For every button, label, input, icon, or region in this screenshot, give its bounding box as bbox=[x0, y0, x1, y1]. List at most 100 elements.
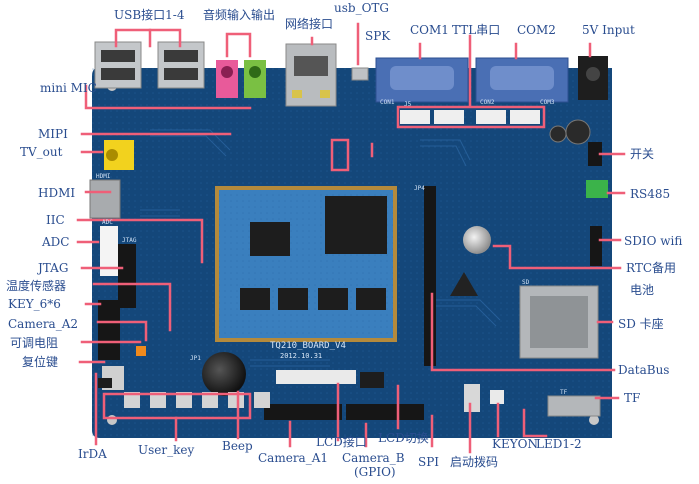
jtag-header bbox=[118, 244, 136, 308]
label-sdio: SDIO wifi bbox=[624, 234, 682, 248]
label-usb: USB接口1-4 bbox=[114, 7, 185, 22]
buzzer bbox=[202, 352, 246, 396]
tf-card-slot bbox=[547, 395, 601, 417]
label-iic: IIC bbox=[46, 213, 65, 227]
label-camera-a1: Camera_A1 bbox=[258, 451, 328, 465]
sd-card-slot bbox=[519, 285, 599, 359]
capacitor bbox=[565, 119, 591, 145]
rs485-terminal bbox=[586, 180, 608, 198]
lcd-switch bbox=[360, 372, 384, 388]
key-matrix-header bbox=[98, 300, 120, 360]
silk-mark: CON2 bbox=[480, 99, 495, 106]
label-camera-b: Camera_B bbox=[342, 451, 405, 465]
silk-mark: JP4 bbox=[414, 185, 425, 192]
hdmi-connector bbox=[89, 179, 121, 219]
databus-header bbox=[424, 186, 436, 366]
power-jack bbox=[578, 56, 608, 100]
label-camera-a2: Camera_A2 bbox=[8, 317, 78, 331]
label-spk: SPK bbox=[365, 29, 391, 43]
keyon-button bbox=[490, 390, 504, 404]
pcb-traces bbox=[140, 129, 501, 367]
core-module bbox=[215, 186, 397, 342]
capacitor bbox=[549, 125, 567, 143]
label-ttl: TTL串口 bbox=[452, 23, 500, 37]
label-keyon: KEYON bbox=[492, 437, 538, 451]
label-key: KEY_6*6 bbox=[8, 297, 61, 311]
label-sd: SD 卡座 bbox=[618, 316, 664, 331]
silkscreen-board-name: TQ210_BOARD_V4 bbox=[270, 341, 346, 351]
silk-mark: COM3 bbox=[540, 99, 555, 106]
label-irda: IrDA bbox=[78, 447, 107, 461]
audio-jacks bbox=[216, 60, 266, 98]
callout-lines bbox=[76, 22, 626, 454]
label-boot-switch: 启动拨码 bbox=[450, 455, 498, 469]
label-network: 网络接口 bbox=[285, 16, 333, 31]
cpu-chip bbox=[325, 196, 387, 254]
label-audio: 音频输入输出 bbox=[203, 7, 275, 22]
mount-hole bbox=[589, 415, 599, 425]
user-key-buttons bbox=[124, 392, 270, 408]
label-mini-mic: mini MIC bbox=[40, 81, 97, 95]
label-mipi: MIPI bbox=[38, 127, 68, 141]
irda-receiver bbox=[98, 378, 112, 388]
label-lcd-switch: LCD切换 bbox=[378, 431, 429, 445]
label-power: 5V Input bbox=[582, 23, 635, 37]
label-reset: 复位键 bbox=[22, 354, 58, 369]
esd-warning-mark bbox=[450, 272, 478, 296]
silk-mark: J5 bbox=[404, 101, 412, 108]
label-tf: TF bbox=[624, 391, 640, 405]
silkscreen-date: 2012.10.31 bbox=[280, 352, 322, 360]
camera-a1-header bbox=[264, 404, 342, 420]
rtc-battery bbox=[463, 226, 491, 254]
label-com1: COM1 bbox=[410, 23, 449, 37]
silk-mark: TF bbox=[560, 389, 568, 396]
ttl-uart-headers bbox=[400, 110, 540, 124]
silk-mark: JP1 bbox=[190, 355, 201, 362]
memory-chip bbox=[240, 288, 270, 310]
label-adc: ADC bbox=[41, 235, 69, 249]
nand-chip bbox=[250, 222, 290, 256]
label-user-key: User_key bbox=[138, 443, 194, 457]
adc-header bbox=[100, 226, 118, 276]
camera-b-header bbox=[346, 404, 424, 420]
label-rs485: RS485 bbox=[630, 187, 670, 201]
label-tv-out: TV_out bbox=[20, 145, 63, 159]
label-rtc: RTC备用 bbox=[626, 261, 676, 275]
label-usb-otg: usb_OTG bbox=[334, 1, 389, 15]
label-jtag: JTAG bbox=[36, 261, 68, 275]
silk-mark: CON1 bbox=[380, 99, 395, 106]
memory-chip bbox=[278, 288, 308, 310]
memory-chip bbox=[356, 288, 386, 310]
label-spi: SPI bbox=[418, 455, 439, 469]
ethernet-jack bbox=[285, 43, 337, 107]
silk-mark: JTAG bbox=[122, 237, 137, 244]
usb-ports bbox=[94, 41, 205, 89]
label-beep: Beep bbox=[222, 439, 253, 453]
label-battery: 电池 bbox=[630, 283, 654, 297]
silk-mark: HDMI bbox=[96, 173, 111, 180]
com1-connector bbox=[375, 57, 469, 103]
silkscreen-marks: JTAG HDMI ADC SD TF J5 JP1 JP4 CON1 CON2… bbox=[96, 99, 568, 396]
com2-connector bbox=[475, 57, 569, 103]
mount-hole bbox=[107, 415, 117, 425]
label-databus: DataBus bbox=[618, 363, 669, 377]
boot-dip-switch bbox=[464, 384, 480, 412]
label-hdmi: HDMI bbox=[38, 186, 75, 200]
lcd-connector bbox=[276, 370, 356, 384]
memory-chip bbox=[318, 288, 348, 310]
silk-mark: SD bbox=[522, 279, 530, 286]
label-gpio: (GPIO) bbox=[354, 465, 396, 479]
label-com2: COM2 bbox=[517, 23, 556, 37]
label-led: LED1-2 bbox=[536, 437, 582, 451]
label-temp-sensor: 温度传感器 bbox=[6, 278, 66, 293]
tv-out-jack bbox=[104, 140, 134, 170]
label-lcd-connector: LCD接口 bbox=[316, 434, 367, 449]
label-switch: 开关 bbox=[630, 147, 654, 161]
silk-mark: ADC bbox=[102, 219, 113, 226]
label-potentiometer: 可调电阻 bbox=[10, 336, 58, 350]
potentiometer bbox=[136, 346, 146, 356]
callout-labels: USB接口1-4 音频输入输出 网络接口 usb_OTG SPK COM1 TT… bbox=[6, 1, 682, 479]
usb-otg-port bbox=[351, 67, 369, 81]
power-switch bbox=[588, 142, 602, 166]
